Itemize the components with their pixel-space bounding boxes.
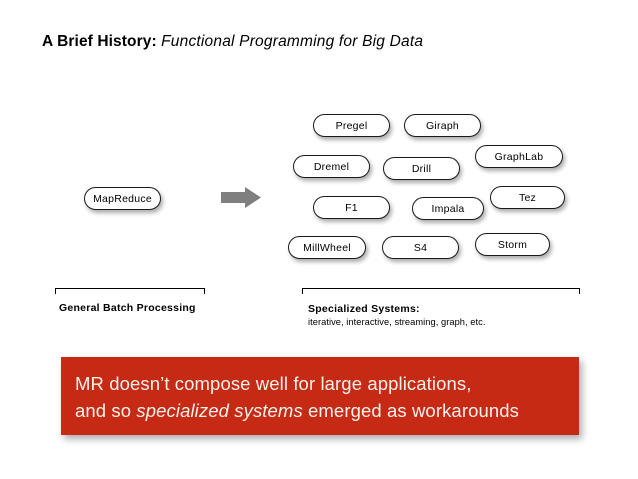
system-box-label: MillWheel xyxy=(303,241,351,254)
system-box-drill[interactable]: Drill xyxy=(383,157,460,180)
system-box-label: Drill xyxy=(411,162,432,175)
slide-title-bold: A Brief History: xyxy=(42,33,157,50)
system-box-giraph[interactable]: Giraph xyxy=(404,114,481,137)
slide-title-italic: Functional Programming for Big Data xyxy=(161,33,424,50)
callout-line-2-italic: specialized systems xyxy=(136,400,303,421)
slide-title: A Brief History: Functional Programming … xyxy=(42,33,423,51)
system-box-label: S4 xyxy=(413,241,428,254)
system-box-label: Impala xyxy=(431,202,465,215)
system-box-label: GraphLab xyxy=(494,150,544,163)
mapreduce-box-label: MapReduce xyxy=(93,192,152,205)
right-arrow-icon xyxy=(221,187,261,208)
system-box-millwheel[interactable]: MillWheel xyxy=(288,236,366,259)
system-box-tez[interactable]: Tez xyxy=(490,186,565,209)
mapreduce-box[interactable]: MapReduce xyxy=(84,187,161,210)
system-box-graphlab[interactable]: GraphLab xyxy=(475,145,563,168)
general-bracket xyxy=(55,288,205,294)
callout-line-2-post: emerged as workarounds xyxy=(302,400,519,421)
system-box-label: Tez xyxy=(518,191,537,204)
system-box-impala[interactable]: Impala xyxy=(412,197,484,220)
system-box-label: F1 xyxy=(345,201,358,214)
system-box-s4[interactable]: S4 xyxy=(382,236,459,259)
callout-line-1: MR doesn’t compose well for large applic… xyxy=(75,373,472,394)
callout-banner-text: MR doesn’t compose well for large applic… xyxy=(75,370,575,424)
callout-line-2-pre: and so xyxy=(75,400,137,421)
system-box-dremel[interactable]: Dremel xyxy=(293,155,370,178)
system-box-label: Dremel xyxy=(313,160,350,173)
general-batch-caption: General Batch Processing xyxy=(59,302,196,314)
system-box-f1[interactable]: F1 xyxy=(313,196,390,219)
specialized-bracket xyxy=(302,288,580,294)
system-box-pregel[interactable]: Pregel xyxy=(313,114,390,137)
system-box-label: Storm xyxy=(497,238,528,251)
specialized-systems-subcaption: iterative, interactive, streaming, graph… xyxy=(308,317,486,327)
system-box-label: Pregel xyxy=(335,119,368,132)
system-box-storm[interactable]: Storm xyxy=(475,233,550,256)
callout-banner: MR doesn’t compose well for large applic… xyxy=(61,357,579,435)
system-box-label: Giraph xyxy=(425,119,459,132)
specialized-systems-caption: Specialized Systems: xyxy=(308,303,420,315)
